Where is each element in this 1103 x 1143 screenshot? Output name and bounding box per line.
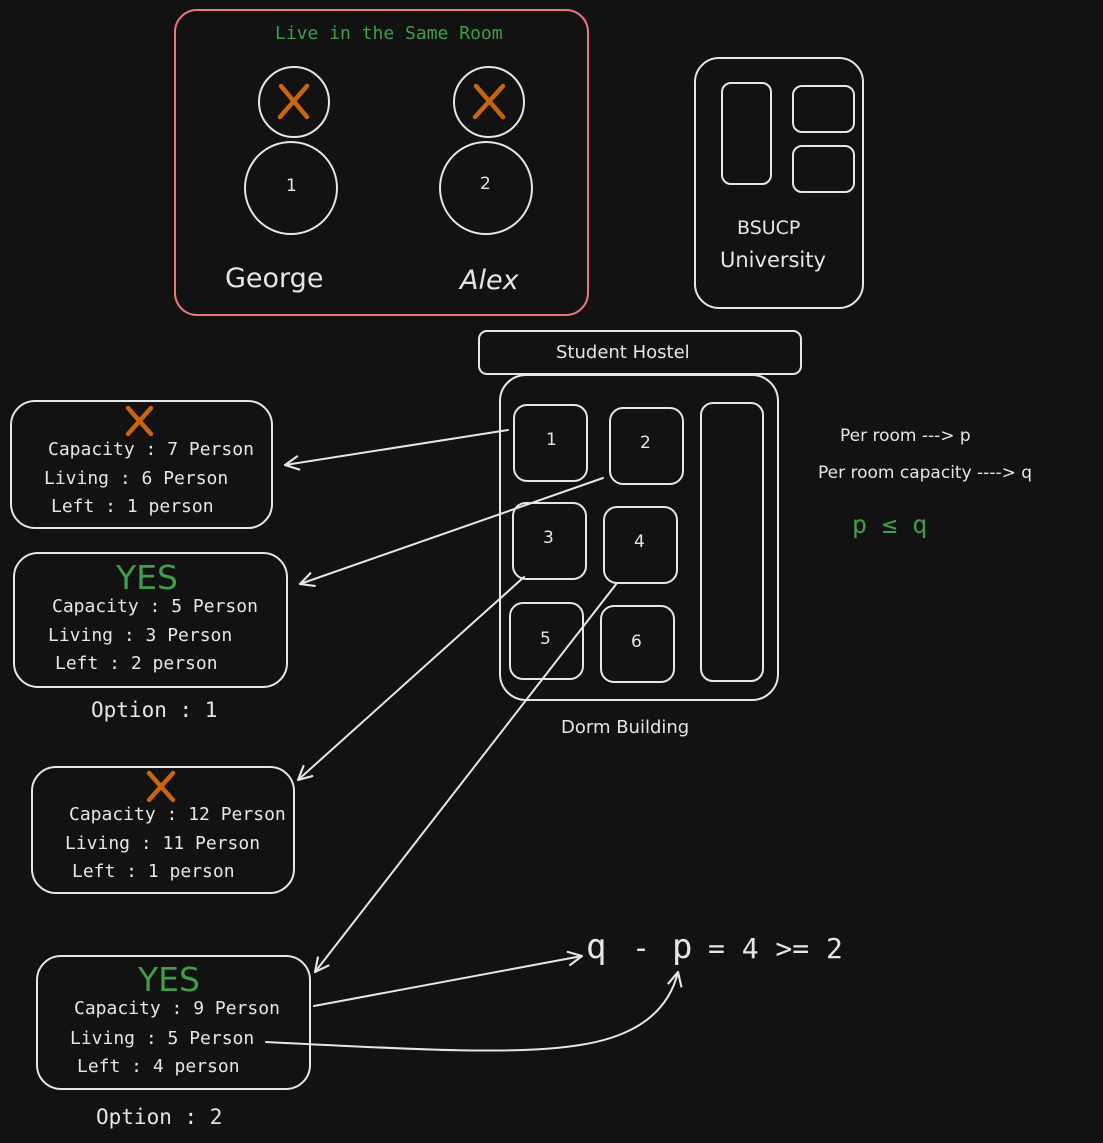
room-3-box [512, 502, 587, 580]
university-name-line1: BSUCP [737, 217, 801, 239]
room-4-label: 4 [634, 532, 645, 552]
room-2-label: 2 [640, 433, 651, 453]
card-3-living: Living : 11 Person [65, 833, 261, 854]
university-window-tall [721, 82, 772, 185]
card-1-left: Left : 1 person [51, 496, 214, 517]
card-1-living: Living : 6 Person [44, 468, 229, 489]
room-1-label: 1 [546, 430, 557, 450]
student-2-name: Alex [460, 265, 519, 296]
student-1-body [244, 141, 338, 235]
legend-condition: p ≤ q [852, 510, 928, 539]
card-4-capacity: Capacity : 9 Person [74, 998, 280, 1019]
dorm-building-label: Dorm Building [561, 717, 690, 738]
legend-per-room-capacity: Per room capacity ----> q [818, 463, 1033, 483]
room-card-2-frame [13, 552, 288, 688]
card-2-capacity: Capacity : 5 Person [52, 596, 258, 617]
university-window-top [792, 85, 855, 133]
card-1-x-mark-icon [125, 405, 154, 437]
room-card-3-frame [31, 766, 295, 894]
room-2-box [609, 407, 684, 485]
arrow-living-to-p [265, 970, 683, 1052]
room-3-label: 3 [543, 528, 554, 548]
legend-per-room: Per room ---> p [840, 426, 971, 446]
student-2-head [453, 66, 525, 138]
card-4-living: Living : 5 Person [70, 1028, 255, 1049]
formula-q: q [586, 927, 607, 967]
card-2-option: Option : 1 [91, 698, 218, 722]
university-window-bottom [792, 145, 855, 193]
students-frame [174, 9, 589, 316]
card-1-capacity: Capacity : 7 Person [48, 439, 254, 460]
student-1-x-mark-icon [277, 83, 310, 120]
student-2-x-mark-icon [472, 83, 506, 120]
university-building [694, 57, 864, 309]
hostel-title: Student Hostel [556, 342, 690, 363]
arrow-room4-to-card4 [313, 582, 618, 974]
room-card-1-frame [10, 400, 273, 529]
hostel-corridor [700, 402, 764, 682]
room-6-label: 6 [631, 632, 642, 652]
room-5-box [509, 602, 584, 680]
student-2-number: 2 [480, 174, 491, 194]
student-2-body [439, 141, 533, 235]
dorm-building [499, 374, 779, 701]
student-1-number: 1 [286, 176, 297, 196]
room-card-4-frame [36, 955, 311, 1090]
card-4-yes-mark: YES [138, 960, 200, 999]
room-1-box [513, 404, 588, 482]
university-name-line2: University [720, 248, 826, 272]
card-4-left: Left : 4 person [77, 1056, 240, 1077]
arrow-room3-to-card3 [296, 576, 525, 782]
arrow-capacity-to-q [313, 950, 584, 1007]
student-1-name: George [225, 263, 324, 294]
card-2-left: Left : 2 person [55, 653, 218, 674]
card-4-option: Option : 2 [96, 1105, 223, 1129]
arrow-room1-to-card1 [283, 429, 509, 471]
formula-result: = 4 >= 2 [708, 932, 843, 965]
students-header: Live in the Same Room [275, 23, 503, 44]
room-6-box [600, 605, 675, 683]
room-4-box [603, 506, 678, 584]
arrow-room2-to-card2 [298, 477, 604, 587]
student-1-head [258, 66, 330, 138]
formula-p: p [672, 927, 693, 967]
card-3-x-mark-icon [146, 770, 176, 803]
card-2-yes-mark: YES [116, 558, 178, 597]
card-3-left: Left : 1 person [72, 861, 235, 882]
room-5-label: 5 [540, 629, 551, 649]
card-3-capacity: Capacity : 12 Person [69, 804, 286, 825]
card-2-living: Living : 3 Person [48, 625, 233, 646]
formula-minus: - [632, 931, 651, 966]
